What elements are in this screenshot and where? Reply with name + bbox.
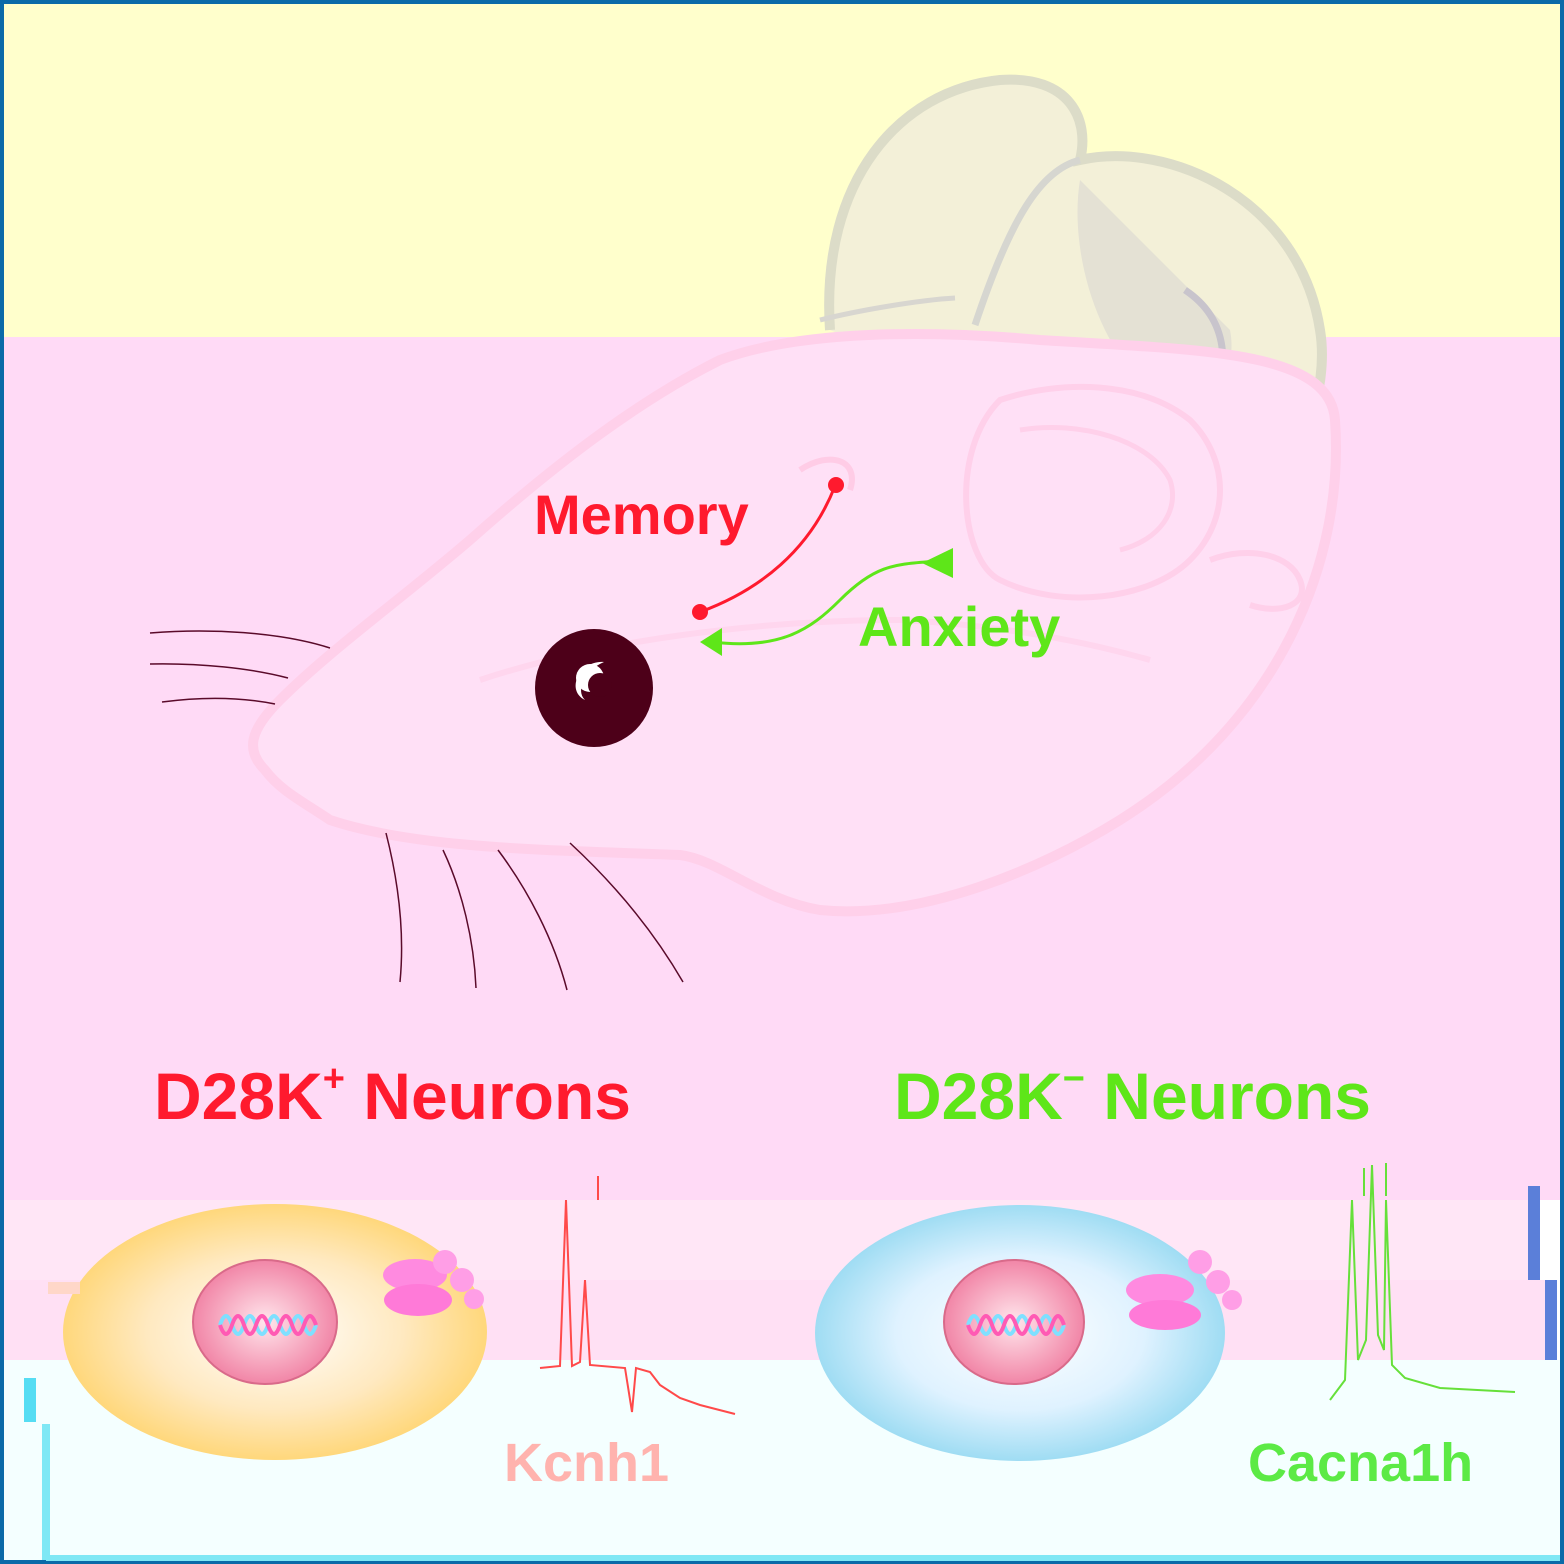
edge-accent-2 (1545, 1280, 1557, 1360)
d28k-positive-sup: + (322, 1058, 345, 1100)
memory-label: Memory (534, 483, 749, 546)
d28k-negative-prefix: D28K (894, 1059, 1063, 1133)
edge-accent (1528, 1186, 1540, 1280)
edge-accent-3 (24, 1378, 36, 1422)
memory-connection (692, 477, 844, 620)
anxiety-connection (700, 548, 953, 656)
gene-label-cacna1h: Cacna1h (1248, 1433, 1474, 1493)
d28k-positive-neurons-label: D28K+ Neurons (154, 1058, 631, 1134)
burst-trace-icon (1329, 1163, 1516, 1401)
eye-icon (535, 629, 653, 747)
arrow-head-right (922, 548, 953, 578)
arrow-head-left (700, 628, 722, 656)
d28k-positive-prefix: D28K (154, 1059, 323, 1133)
gene-label-kcnh1: Kcnh1 (504, 1433, 670, 1493)
neuron-cell-right (815, 1205, 1242, 1461)
d28k-positive-suffix: Neurons (344, 1059, 631, 1133)
anxiety-label: Anxiety (858, 595, 1061, 658)
mouse-head-icon (149, 74, 1341, 991)
d28k-negative-suffix: Neurons (1084, 1059, 1371, 1133)
spike-trace-icon (539, 1176, 736, 1415)
d28k-negative-sup: − (1062, 1058, 1085, 1100)
d28k-negative-neurons-label: D28K− Neurons (894, 1058, 1371, 1134)
neuron-cell-left (48, 1204, 487, 1460)
